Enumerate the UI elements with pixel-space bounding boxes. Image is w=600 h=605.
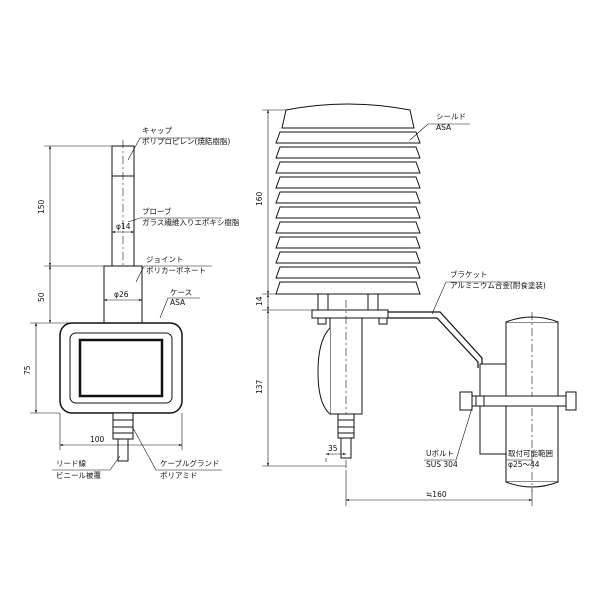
lead-material: ビニール被覆	[56, 470, 101, 480]
dim-probe-offset: 35	[328, 444, 338, 453]
gland-name: ケーブルグランド	[160, 458, 220, 468]
front-view	[30, 137, 222, 471]
ubolt-name: Uボルト	[426, 449, 454, 458]
mount-range-label: 取付可能範囲	[508, 448, 553, 458]
shield-top	[281, 103, 415, 129]
joint-material: ポリカーボネート	[146, 266, 206, 275]
shield-leader	[409, 123, 470, 141]
case-window	[78, 338, 164, 398]
dim-case-width: 100	[90, 435, 105, 444]
dim-probe-length: 150	[37, 199, 46, 214]
lead-name: リード線	[56, 458, 86, 468]
cap-leader	[127, 137, 210, 161]
dim-case-height: 75	[23, 365, 32, 375]
case-name: ケース	[170, 288, 192, 297]
joint-name: ジョイント	[146, 255, 184, 264]
bracket	[388, 311, 483, 368]
case-body	[59, 322, 183, 414]
bracket-material: アルミニウム合金(耐食塗装)	[450, 280, 546, 290]
dim-lower-height: 137	[255, 379, 264, 394]
lead-wire	[117, 438, 129, 462]
bracket-leader	[431, 281, 520, 315]
dim-shield-height: 160	[255, 191, 264, 206]
gland-material: ポリアミド	[160, 471, 197, 480]
cable-gland	[112, 412, 134, 440]
probe-name: プローブ	[142, 206, 172, 216]
dim-joint-length: 50	[37, 292, 46, 302]
probe-diameter: φ14	[116, 222, 131, 231]
dim-gap: 14	[255, 296, 264, 306]
probe-leader	[127, 217, 222, 223]
bracket-name: ブラケット	[450, 269, 488, 279]
case-panel	[69, 332, 173, 404]
mount-range-value: φ25～44	[508, 460, 540, 469]
shield-material: ASA	[436, 123, 452, 132]
shield-bottom	[275, 281, 421, 295]
ubolt-material: SUS 304	[426, 460, 458, 469]
u-bolt	[465, 395, 573, 407]
dim-reach: ≒160	[426, 490, 447, 499]
gland-leader	[132, 427, 222, 471]
shield-name: シールド	[436, 112, 466, 121]
cap-material: ポリプロピレン(焼結樹脂)	[142, 136, 230, 146]
joint-leader	[135, 265, 212, 283]
mount-plate	[311, 309, 389, 319]
joint-diameter: φ26	[114, 290, 129, 299]
case-material: ASA	[170, 298, 186, 307]
ubolt-leader	[424, 407, 473, 461]
case-leader	[159, 297, 200, 319]
lead-leader	[52, 455, 121, 471]
joint-body	[103, 265, 143, 324]
side-view	[262, 103, 577, 506]
clamp-plate	[479, 363, 507, 455]
cap-name: キャップ	[142, 126, 172, 135]
probe-material: ガラス繊維入りエポキシ樹脂	[142, 217, 240, 227]
